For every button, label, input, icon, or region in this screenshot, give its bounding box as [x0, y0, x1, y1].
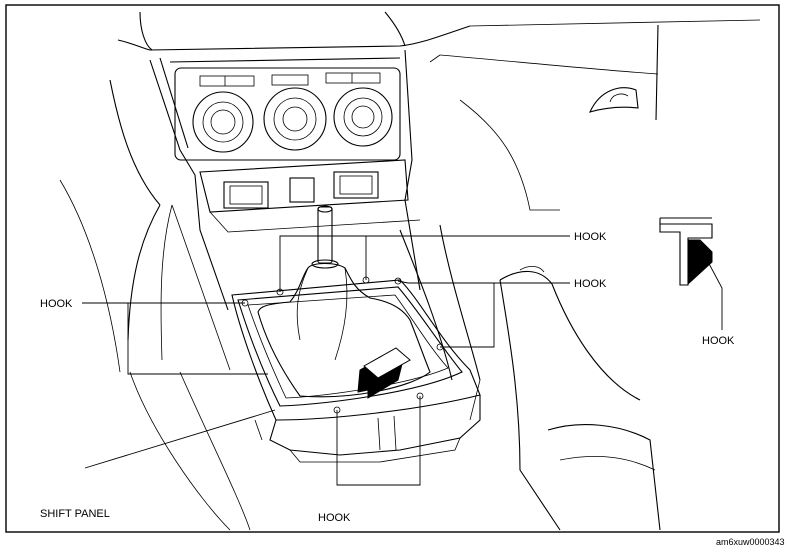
- hook-marker: [394, 277, 402, 285]
- right-console: [399, 224, 661, 531]
- shift-panel-label: SHIFT PANEL: [40, 508, 110, 520]
- center-console: [149, 49, 421, 311]
- figure-code: am6xuw0000343: [716, 537, 785, 547]
- left-trim: [59, 79, 251, 531]
- hook-label-detail: HOOK: [702, 335, 735, 347]
- hook-detail: [659, 217, 713, 286]
- hook-label-top-center: HOOK: [574, 231, 607, 243]
- hook-label-right: HOOK: [574, 278, 607, 290]
- hook-label-left: HOOK: [40, 298, 73, 310]
- leader-lines: [82, 235, 723, 486]
- figure-frame: [5, 4, 780, 533]
- dashboard-outline: [117, 11, 761, 211]
- shift-panel: [231, 205, 481, 463]
- hook-label-bottom: HOOK: [318, 512, 351, 524]
